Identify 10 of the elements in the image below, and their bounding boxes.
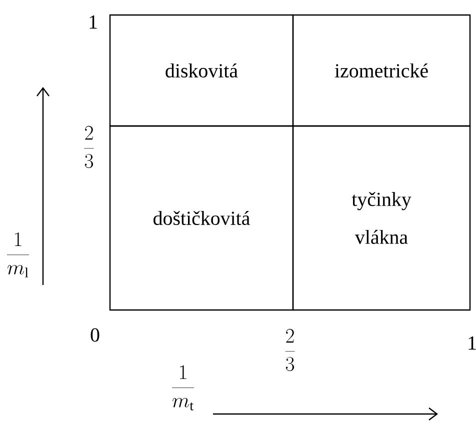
axis-label: $\frac{1}{m_\mathrm{l}}$ (6, 232, 30, 278)
axis-label: $\frac{1}{m_\mathrm{t}}$ (172, 365, 194, 410)
tick-label: 1 (468, 336, 476, 350)
tick-label: $\frac{2}{3}$ (84, 126, 94, 168)
tick-label: 0 (90, 328, 100, 342)
tick-label: $\frac{2}{3}$ (285, 328, 295, 372)
region-cell: doštičkovitá (109, 125, 294, 311)
region-cell: diskovitá (109, 14, 294, 127)
region-cell: izometrické (292, 14, 471, 127)
region-cell: tyčinky vlákna (292, 125, 471, 311)
